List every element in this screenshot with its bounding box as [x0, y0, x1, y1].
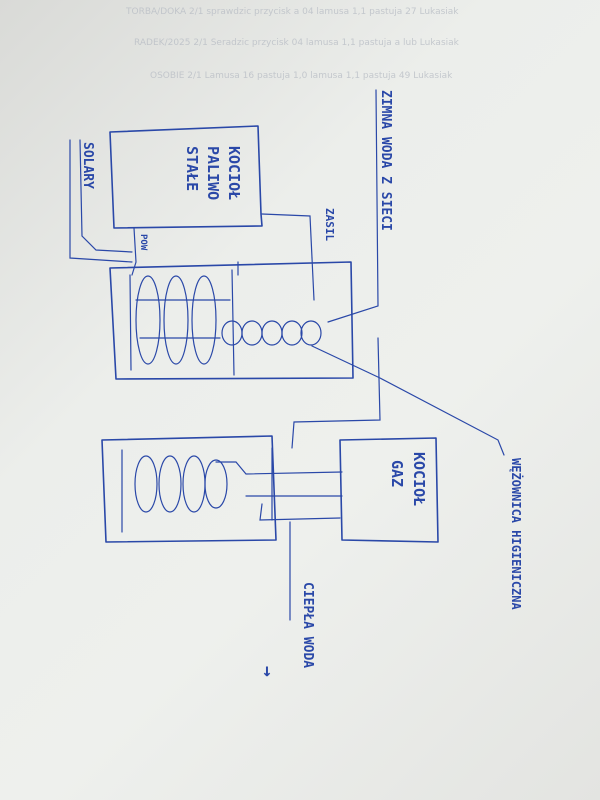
hot-water-label: CIEPŁA WODA [300, 582, 315, 668]
hygienic-coil [139, 320, 322, 346]
gas-boiler-box [339, 437, 439, 543]
solid-fuel-label-line3: STAŁE [183, 146, 201, 191]
flow-arrow-icon: → [257, 666, 278, 677]
buffer-tank [109, 261, 354, 380]
supply-label: ZASIL [323, 208, 336, 241]
bleed-line-3: OSOBIE 2/1 Lamusa 16 pastuja 1,0 lamusa … [150, 71, 453, 81]
return-label: POW [138, 234, 148, 251]
buffer-right-wall [231, 269, 235, 376]
solar-pipe-2 [79, 139, 133, 253]
buffer-inner-wall [129, 274, 132, 371]
solid-fuel-boiler-label: KOCIOŁ PALIWO STAŁE [183, 146, 243, 200]
solid-fuel-boiler-box [109, 125, 263, 229]
buffer-to-gas-pipe [291, 337, 381, 449]
gas-boiler-label-line2: GAZ [388, 460, 406, 487]
bleed-line-2: RADEK/2025 2/1 Seradzic przycisk 04 lamu… [134, 38, 460, 48]
return-pipe [131, 227, 137, 276]
solar-pipe-1 [69, 139, 133, 263]
supply-pipe [261, 213, 313, 259]
solid-fuel-label-line1: KOCIOŁ [225, 146, 243, 200]
gas-boiler-label-line1: KOCIOŁ [410, 452, 428, 506]
coil-lead-line [311, 345, 505, 456]
cold-water-pipe [327, 89, 379, 323]
solid-fuel-label-line2: PALIWO [204, 146, 222, 200]
cold-water-label: ZIMNA WODA Z SIECI [378, 90, 393, 231]
solary-label: SOLARY [80, 142, 95, 189]
dhw-coil [134, 455, 343, 513]
supply-internal [311, 257, 315, 301]
dhw-tank [101, 435, 277, 543]
bleed-through-text: TORBA/DOKA 2/1 sprawdzic przycisk a 04 l… [125, 7, 460, 81]
solar-coil [135, 275, 231, 365]
hygienic-coil-label: WĘŻOWNICA HIGIENICZNA [509, 458, 524, 610]
bleed-line-1: TORBA/DOKA 2/1 sprawdzic przycisk a 04 l… [125, 7, 459, 17]
gas-return-pipe [259, 503, 341, 521]
